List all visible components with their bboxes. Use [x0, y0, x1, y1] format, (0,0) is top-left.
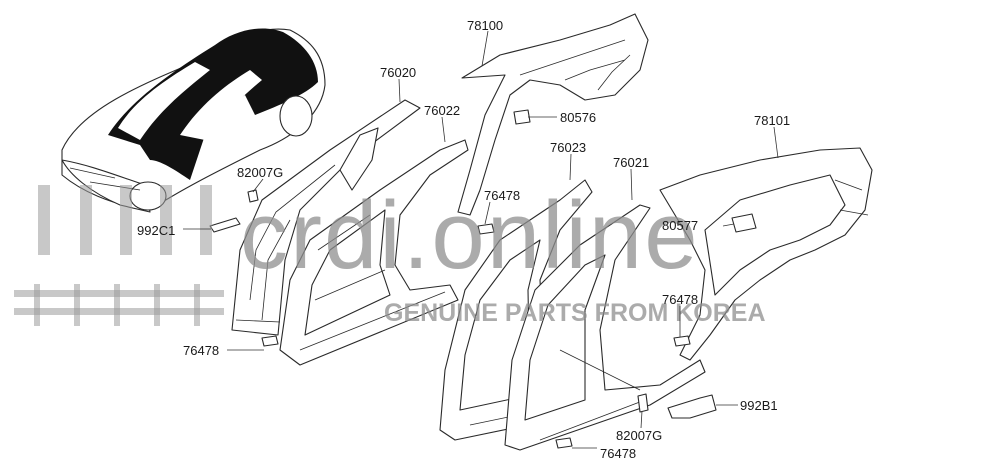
clip-76478-bottom: [555, 437, 573, 449]
leader-lines: [183, 30, 779, 449]
bracket-992C1: [209, 217, 241, 233]
bracket-80577: [731, 213, 757, 233]
label-76020: 76020: [380, 65, 416, 80]
label-76478-left: 76478: [183, 343, 219, 358]
label-76021: 76021: [613, 155, 649, 170]
small-brackets: [209, 109, 757, 449]
watermark-logo-icon: [14, 185, 224, 326]
part-78100-roof-rail-quarter: [457, 13, 649, 216]
part-76022-front-door-frame: [279, 139, 469, 366]
part-78101-rear-quarter-panel: [659, 147, 873, 361]
label-992B1: 992B1: [740, 398, 778, 413]
label-76478-right: 76478: [662, 292, 698, 307]
car-overview-illustration: [61, 28, 326, 213]
watermark: crdi.online GENUINE PARTS FROM KOREA: [14, 182, 766, 327]
bracket-992B1: [667, 394, 717, 419]
clip-76478-mid: [477, 223, 495, 235]
label-80576: 80576: [560, 110, 596, 125]
bolt-82007G-bottom: [637, 393, 649, 413]
bolt-82007G-top: [247, 189, 259, 203]
label-992C1: 992C1: [137, 223, 175, 238]
part-76020-front-side-outer: [231, 99, 421, 336]
label-78100: 78100: [467, 18, 503, 33]
label-82007G-top: 82007G: [237, 165, 283, 180]
part-labels: 78100 76020 76022 80576 82007G 992C1 760…: [137, 18, 790, 461]
label-76478-bottom: 76478: [600, 446, 636, 461]
label-76022: 76022: [424, 103, 460, 118]
watermark-domain: crdi.online: [240, 182, 700, 289]
label-80577: 80577: [662, 218, 698, 233]
bracket-80576: [513, 109, 531, 125]
part-76021-rear-door-panel: [504, 204, 706, 451]
clip-76478-left: [261, 335, 279, 347]
watermark-tagline: GENUINE PARTS FROM KOREA: [384, 299, 766, 327]
label-76023: 76023: [550, 140, 586, 155]
label-78101: 78101: [754, 113, 790, 128]
label-82007G-bottom: 82007G: [616, 428, 662, 443]
label-76478-mid: 76478: [484, 188, 520, 203]
clip-76478-right: [673, 335, 691, 347]
